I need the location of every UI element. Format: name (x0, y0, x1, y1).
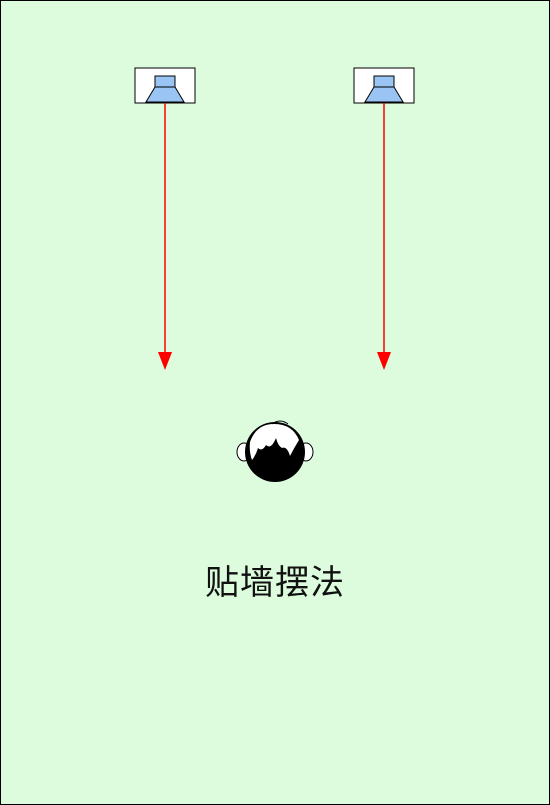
left-speaker-icon (134, 67, 196, 104)
layout-caption: 贴墙摆法 (205, 563, 345, 603)
listener-head-icon (236, 420, 314, 482)
left-sound-arrow (158, 103, 172, 370)
right-sound-arrow (377, 103, 391, 370)
right-speaker-icon (353, 67, 415, 104)
